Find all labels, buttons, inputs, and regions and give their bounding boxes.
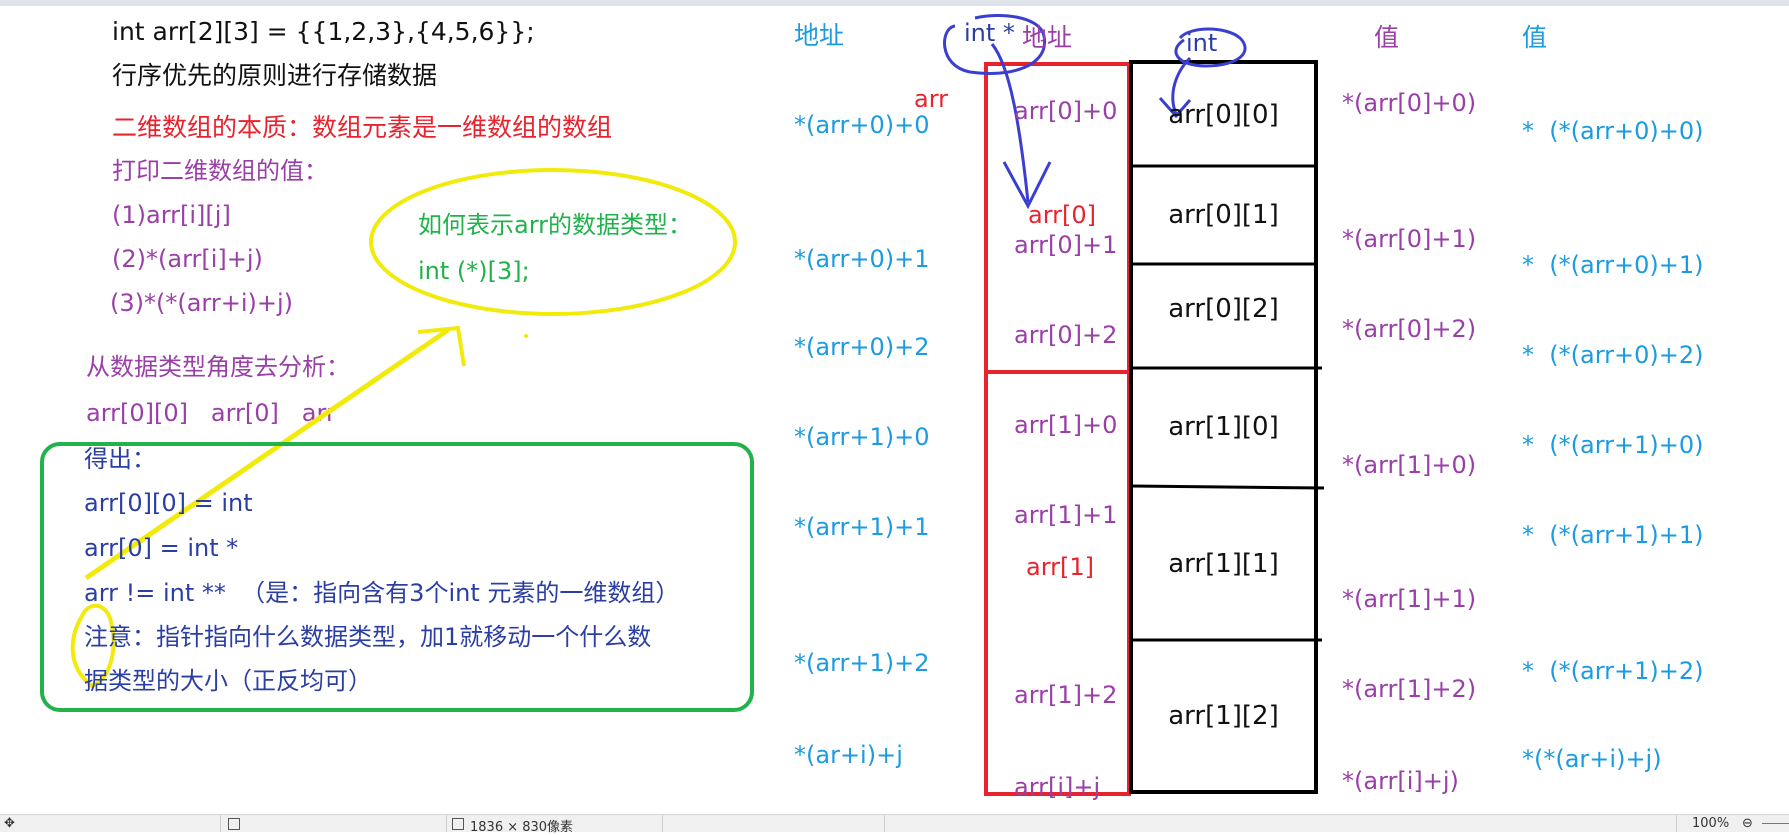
value-col1-item: *(arr[1]+2) xyxy=(1342,675,1477,703)
status-divider xyxy=(1676,815,1677,832)
value-col2-item: * (*(arr+0)+0) xyxy=(1522,117,1704,145)
conclusion-line-2: arr[0] = int * xyxy=(84,534,239,562)
address-col2-item: arr[1]+1 xyxy=(1014,501,1118,529)
memory-cell: arr[1][1] xyxy=(1168,549,1279,579)
move-cursor-icon: ✥ xyxy=(4,816,15,831)
address-col1-item: *(arr+1)+0 xyxy=(794,423,930,451)
value-col1-item: *(arr[1]+1) xyxy=(1342,585,1477,613)
conclusion-title: 得出： xyxy=(84,445,156,473)
header-address-1: 地址 xyxy=(794,21,845,50)
value-col1-item: *(arr[i]+j) xyxy=(1342,767,1459,795)
int-ptr-note: int * xyxy=(964,19,1015,47)
conclusion-line-1: arr[0][0] = int xyxy=(84,489,253,517)
address-col1-item: *(arr+1)+1 xyxy=(794,513,930,541)
value-col2-item: * (*(arr+0)+2) xyxy=(1522,341,1704,369)
address-col2-item: arr[1]+2 xyxy=(1014,681,1118,709)
address-col2-item: arr[1]+0 xyxy=(1014,411,1118,439)
bubble-line-1: 如何表示arr的数据类型： xyxy=(418,211,693,239)
address-col1-item: *(arr+1)+2 xyxy=(794,649,930,677)
memory-cell: arr[1][0] xyxy=(1168,412,1279,442)
type-analysis-title: 从数据类型角度去分析： xyxy=(86,353,350,381)
print-title: 打印二维数组的值： xyxy=(112,157,328,185)
zoom-level: 100% xyxy=(1692,816,1730,831)
header-address-2: 地址 xyxy=(1022,23,1073,52)
zoom-slider[interactable] xyxy=(1762,823,1789,824)
image-size-icon xyxy=(452,818,464,830)
type-analysis-items: arr[0][0] arr[0] arr xyxy=(86,399,336,427)
value-col2-item: * (*(arr+1)+0) xyxy=(1522,431,1704,459)
status-divider xyxy=(446,815,447,832)
header-value-1: 值 xyxy=(1374,23,1400,52)
header-value-2: 值 xyxy=(1522,23,1548,52)
print-method-3: (3)*(*(arr+i)+j) xyxy=(110,289,294,317)
label-arr0: arr[0] xyxy=(1028,201,1097,229)
address-col2-item: arr[0]+1 xyxy=(1014,231,1118,259)
memory-cell: arr[0][0] xyxy=(1168,100,1279,130)
address-col1-item: *(ar+i)+j xyxy=(794,741,903,769)
drawing-canvas: int arr[2][3] = {{1,2,3},{4,5,6}}; 行序优先的… xyxy=(0,6,1789,814)
status-bar: ✥ 1836 × 830像素 100% ⊖ xyxy=(0,814,1789,835)
value-col1-item: *(arr[1]+0) xyxy=(1342,451,1477,479)
window-top-border xyxy=(0,0,1789,6)
memory-cell: arr[0][2] xyxy=(1168,294,1279,324)
value-col1-item: *(arr[0]+2) xyxy=(1342,315,1477,343)
type-bubble-outline xyxy=(369,168,737,316)
status-divider xyxy=(884,815,885,832)
status-divider xyxy=(662,815,663,832)
value-col2-item: * (*(arr+1)+1) xyxy=(1522,521,1704,549)
memory-cell: arr[0][1] xyxy=(1168,200,1279,230)
yellow-arrow-head xyxy=(417,325,466,367)
address-col1-item: *(arr+0)+1 xyxy=(794,245,930,273)
bubble-line-2: int (*)[3]; xyxy=(418,257,530,285)
address-col1-item: *(arr+0)+0 xyxy=(794,111,930,139)
conclusion-line-5: 据类型的大小（正反均可） xyxy=(84,667,372,695)
label-arr: arr xyxy=(914,85,949,113)
int-ptr-arrow-head xyxy=(1002,161,1052,210)
value-col2-item: * (*(arr+0)+1) xyxy=(1522,251,1704,279)
print-method-1: (1)arr[i][j] xyxy=(112,201,231,229)
address-col2-item: arr[0]+2 xyxy=(1014,321,1118,349)
int-note: int xyxy=(1186,29,1218,57)
value-col2-item: * (*(arr+1)+2) xyxy=(1522,657,1704,685)
address-col2-item: arr[i]+j xyxy=(1014,773,1101,801)
print-method-2: (2)*(arr[i]+j) xyxy=(112,245,263,273)
conclusion-line-4: 注意：指针指向什么数据类型，加1就移动一个什么数 xyxy=(84,623,652,651)
status-divider xyxy=(220,815,221,832)
label-arr1: arr[1] xyxy=(1026,553,1095,581)
memory-cell: arr[1][2] xyxy=(1168,701,1279,731)
address-col2-item: arr[0]+0 xyxy=(1014,97,1118,125)
zoom-out-button[interactable]: ⊖ xyxy=(1742,816,1753,831)
selection-icon xyxy=(228,818,240,830)
row-major-note: 行序优先的原则进行存储数据 xyxy=(112,61,438,90)
image-dimensions: 1836 × 830像素 xyxy=(470,820,574,835)
code-line: int arr[2][3] = {{1,2,3},{4,5,6}}; xyxy=(112,17,535,46)
address-col1-item: *(arr+0)+2 xyxy=(794,333,930,361)
essence-note: 二维数组的本质：数组元素是一维数组的数组 xyxy=(112,113,613,142)
value-col1-item: *(arr[0]+0) xyxy=(1342,89,1477,117)
value-col1-item: *(arr[0]+1) xyxy=(1342,225,1477,253)
conclusion-line-3: arr != int ** （是：指向含有3个int 元素的一维数组） xyxy=(84,579,680,607)
value-col2-item: *(*(ar+i)+j) xyxy=(1522,745,1662,773)
yellow-dot xyxy=(524,334,528,338)
